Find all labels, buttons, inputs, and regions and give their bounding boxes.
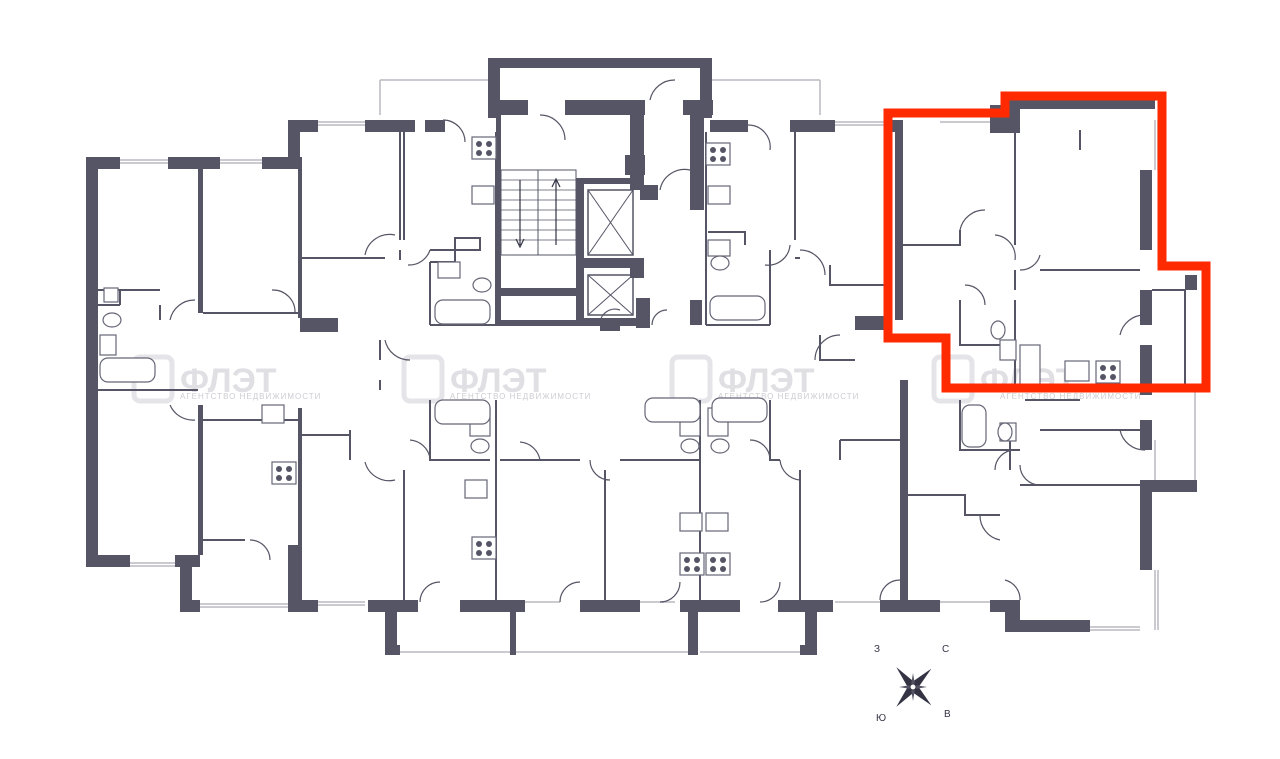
sink-icon: [707, 239, 731, 257]
stove-icon: [471, 536, 497, 560]
bathtub-icon: [434, 299, 491, 325]
watermark-subtitle: АГЕНТСТВО НЕДВИЖИМОСТИ: [1000, 392, 1141, 401]
bathtub-icon: [644, 397, 701, 423]
elevators: [587, 189, 634, 316]
toilet-icon: [470, 438, 490, 454]
stove-icon: [705, 142, 731, 166]
highlighted-apartment-outline: [883, 91, 1211, 393]
sink-icon: [261, 404, 285, 424]
toilet-icon: [997, 422, 1013, 442]
arrow-up-icon: [551, 177, 561, 245]
sink-icon: [707, 185, 731, 205]
sink-icon: [1064, 360, 1090, 382]
compass-rose: З С Ю В: [874, 644, 951, 724]
sink-icon: [471, 185, 495, 205]
stove-icon: [1095, 360, 1121, 384]
arrow-down-icon: [515, 180, 525, 249]
bathtub-icon: [961, 404, 987, 448]
compass-east-label: В: [944, 709, 951, 720]
compass-north-label: С: [942, 644, 949, 655]
watermarks: ФЛЭТ АГЕНТСТВО НЕДВИЖИМОСТИ ФЛЭТ АГЕНТСТ…: [131, 354, 1141, 404]
stove-icon: [471, 136, 497, 160]
compass-south-label: Ю: [876, 713, 886, 724]
watermark-brand: ФЛЭТ: [718, 362, 815, 400]
doors: [169, 79, 1146, 603]
elevator-shaft: [587, 189, 634, 256]
sink-icon: [437, 261, 461, 279]
elevator-shaft: [587, 274, 634, 316]
stove-icon: [679, 552, 705, 576]
stove-icon: [705, 552, 731, 576]
bathtub-icon: [99, 357, 156, 383]
staircase: [500, 169, 577, 256]
bathtub-icon: [434, 399, 491, 425]
fixtures: [99, 136, 1121, 576]
watermark-brand: ФЛЭТ: [450, 362, 547, 400]
toilet-icon: [472, 277, 492, 293]
watermark-1: ФЛЭТ АГЕНТСТВО НЕДВИЖИМОСТИ: [131, 354, 321, 404]
toilet-icon: [102, 312, 122, 328]
washer-icon: [103, 287, 119, 303]
watermark-subtitle: АГЕНТСТВО НЕДВИЖИМОСТИ: [718, 392, 859, 401]
counter: [1019, 344, 1041, 386]
stove-icon: [271, 461, 297, 485]
windows: [120, 79, 1196, 653]
toilet-icon: [680, 438, 700, 454]
compass-west-label: З: [874, 644, 880, 655]
sink-icon: [999, 339, 1017, 361]
watermark-3: ФЛЭТ АГЕНТСТВО НЕДВИЖИМОСТИ: [669, 354, 859, 404]
sink-icon: [679, 512, 703, 532]
sink-icon: [99, 334, 117, 356]
bathtub-icon: [709, 295, 766, 321]
watermark-subtitle: АГЕНТСТВО НЕДВИЖИМОСТИ: [450, 392, 591, 401]
toilet-icon: [710, 438, 730, 454]
inner-walls: [98, 130, 1186, 600]
sink-icon: [464, 479, 488, 499]
toilet-icon: [710, 255, 730, 271]
bathtub-icon: [711, 397, 768, 423]
walls: [86, 58, 1197, 655]
sink-icon: [705, 512, 729, 532]
watermark-brand: ФЛЭТ: [180, 362, 277, 400]
watermark-2: ФЛЭТ АГЕНТСТВО НЕДВИЖИМОСТИ: [401, 354, 591, 404]
toilet-icon: [990, 320, 1006, 340]
watermark-subtitle: АГЕНТСТВО НЕДВИЖИМОСТИ: [180, 392, 321, 401]
